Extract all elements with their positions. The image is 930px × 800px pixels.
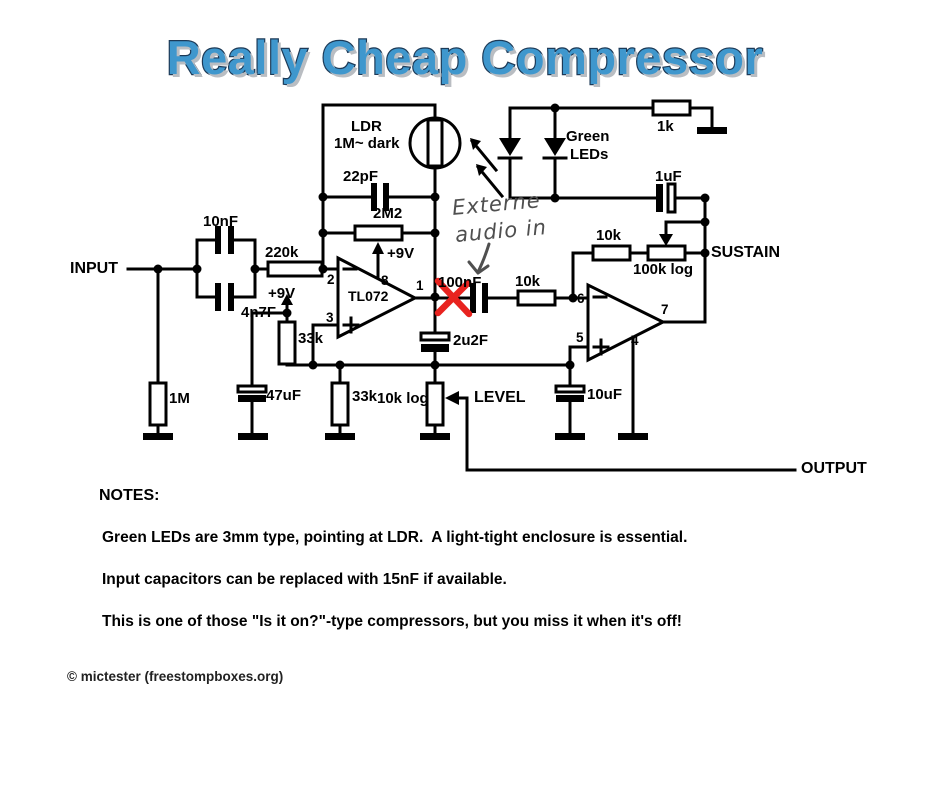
cap-22pF-label: 22pF (343, 168, 379, 185)
output-wire (455, 396, 797, 472)
wiper-arrow-icon (659, 234, 673, 246)
supply-arrow-icon (372, 242, 384, 254)
pot-level-value-label: 10k log (377, 390, 429, 407)
cap-22pF-plate (371, 183, 377, 211)
cap-10uF-label: 10uF (587, 386, 623, 403)
green-leds-label-line2: LEDs (570, 146, 609, 163)
resistor-1k (651, 99, 692, 117)
led-symbol (544, 138, 566, 156)
cap-10nF-label: 10nF (203, 213, 239, 230)
output-label: OUTPUT (801, 460, 867, 477)
resistor-2M2-label: 2M2 (373, 205, 403, 222)
cap-4n7F-label: 4n7F (241, 304, 277, 321)
ground-symbol (420, 433, 450, 440)
ground-symbol (143, 433, 173, 440)
opamp-supply-label: +9V (387, 245, 415, 262)
cap-10uF-plate-pos (554, 384, 586, 394)
level-label: LEVEL (474, 389, 526, 406)
ldr-body (426, 118, 444, 168)
bias-network (236, 294, 572, 440)
resistor-10k-feedback (591, 244, 632, 262)
cap-1uF-label: 1uF (655, 168, 682, 185)
pot-sustain-value-label: 100k log (633, 261, 694, 278)
cap-100nF-plate (470, 283, 476, 313)
cap-10nF-plate (215, 226, 221, 254)
resistor-10k-feedback-label: 10k (596, 227, 622, 244)
resistor-10k-series-label: 10k (515, 273, 541, 290)
cap-1uF-plate-pos (656, 184, 663, 212)
handwritten-arrow (467, 242, 491, 275)
resistor-33k-top-label: 33k (298, 330, 324, 347)
ground-symbol (618, 433, 648, 440)
opamp2-pin6-label: 6 (577, 291, 585, 306)
ground-symbol (555, 433, 585, 440)
resistor-2M2 (353, 224, 404, 242)
note-line: Input capacitors can be replaced with 15… (102, 571, 507, 588)
led-symbol (499, 138, 521, 156)
resistor-220k (266, 260, 324, 278)
resistor-1k-label: 1k (657, 118, 674, 135)
opamp2-stage (554, 196, 707, 440)
supply-arrow-icon (281, 294, 293, 305)
opamp2-triangle (586, 282, 667, 363)
cap-4n7F-plate (215, 283, 221, 311)
level-output (420, 363, 797, 472)
resistor-220k-label: 220k (265, 244, 299, 261)
ground-symbol (325, 433, 355, 440)
opamp1-pin1-label: 1 (416, 278, 424, 293)
ground-symbol (697, 127, 727, 134)
ldr-circle (408, 116, 462, 170)
resistor-33k-top (277, 320, 297, 366)
pot-100k-log (646, 244, 687, 262)
opamp1-pin2-label: 2 (327, 272, 335, 287)
cap-47uF-label: 47uF (266, 387, 302, 404)
ground-symbol (238, 433, 268, 440)
noninverting-input-mark (592, 338, 610, 356)
opamp1-stage (311, 103, 590, 367)
opamp2-pin7-label: 7 (661, 302, 669, 317)
credit-line: © mictester (freestompboxes.org) (67, 669, 284, 684)
junction-dots (153, 103, 710, 370)
input-label: INPUT (70, 260, 118, 277)
cap-2u2F-label: 2u2F (453, 332, 489, 349)
resistor-33k-bottom-label: 33k (352, 388, 378, 405)
ldr-value-label: 1M~ dark (334, 135, 400, 152)
led-sidechain (469, 99, 727, 214)
red-cross-annotation (434, 277, 473, 318)
cap-100nF-label: 100nF (438, 274, 482, 291)
note-line: This is one of those "Is it on?"-type co… (102, 613, 682, 630)
opamp1-name-label: TL072 (348, 288, 389, 304)
resistor-1M-label: 1M (169, 390, 190, 407)
resistor-33k-bottom (330, 381, 350, 427)
pot-10k-log (425, 381, 445, 427)
notes-heading: NOTES: (99, 487, 160, 504)
green-leds-label-line1: Green (566, 128, 610, 145)
noninverting-input-mark (342, 316, 360, 334)
resistor-1M (148, 381, 168, 427)
opamp1-pin8-label: 8 (381, 273, 389, 288)
page-title: Really Cheap Compressor (166, 30, 764, 85)
cap-2u2F-plate-pos (419, 331, 451, 342)
bias-supply-label: +9V (268, 285, 296, 302)
opamp2-pin4-label: 4 (631, 333, 639, 348)
sustain-label: SUSTAIN (711, 244, 781, 261)
opamp2-pin5-label: 5 (576, 330, 584, 345)
resistor-10k-series (516, 289, 557, 307)
wiper-arrow-icon (445, 391, 459, 405)
cap-47uF-plate-pos (236, 384, 268, 394)
ldr-name-label: LDR (351, 118, 382, 135)
opamp1-pin3-label: 3 (326, 310, 334, 325)
note-line: Green LEDs are 3mm type, pointing at LDR… (102, 529, 688, 546)
